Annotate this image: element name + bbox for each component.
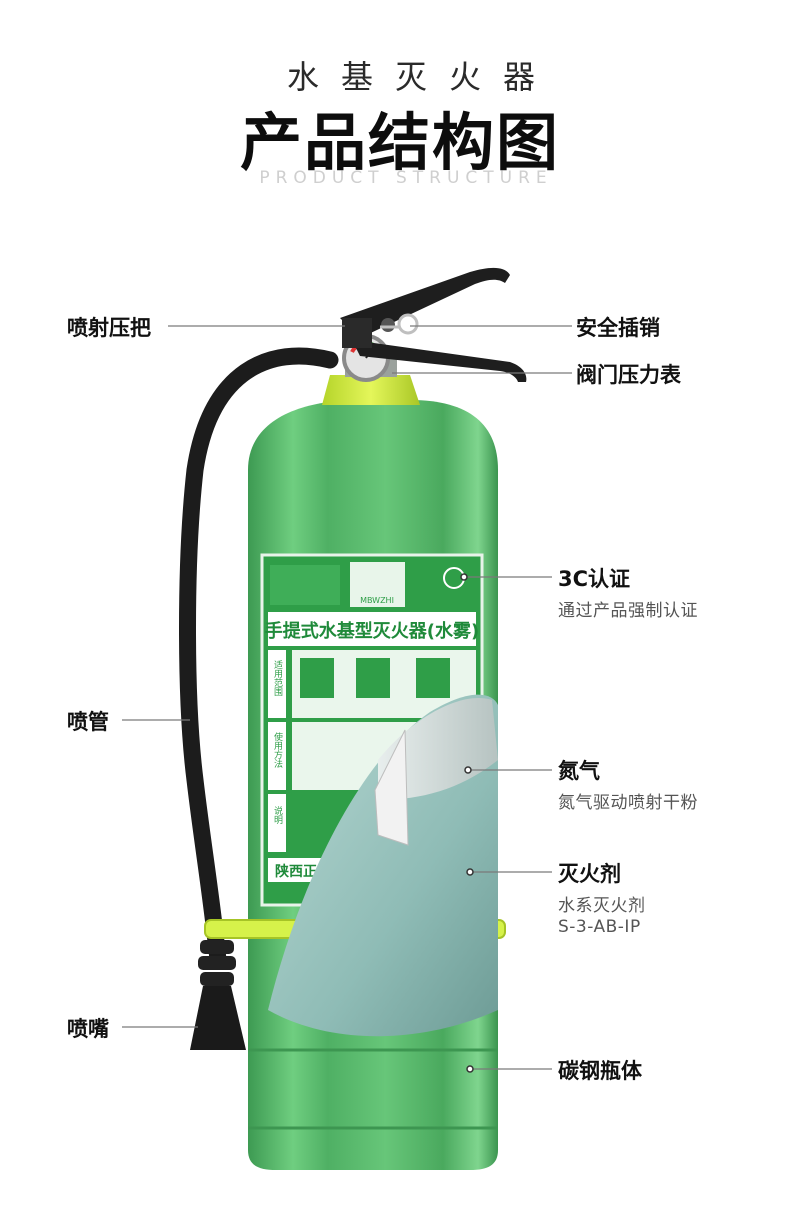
leader-dots xyxy=(460,573,474,1073)
label-agent: 灭火剂 xyxy=(558,862,621,886)
label-nozzle: 喷嘴 xyxy=(67,1017,109,1041)
leader-lines xyxy=(122,325,572,1070)
cutaway-section xyxy=(268,694,498,1037)
handle xyxy=(340,267,527,382)
label-agent-desc-2: S-3-AB-IP xyxy=(558,917,641,937)
label-body: 碳钢瓶体 xyxy=(558,1059,642,1083)
label-cert-desc: 通过产品强制认证 xyxy=(558,601,698,621)
label-nitrogen: 氮气 xyxy=(558,759,600,783)
label-hose: 喷管 xyxy=(67,710,109,734)
safety-pin xyxy=(380,313,419,335)
plate-brand: MBWZHI xyxy=(360,596,394,605)
neck-collar xyxy=(322,375,420,405)
label-lever: 喷射压把 xyxy=(67,316,151,340)
header-title: 产品结构图 xyxy=(239,106,560,179)
nozzle xyxy=(190,940,246,1050)
label-safety-pin: 安全插销 xyxy=(576,316,660,340)
plate-side-1: 适用范围 xyxy=(272,660,283,697)
label-cert: 3C认证 xyxy=(558,567,631,591)
label-nitrogen-desc: 氮气驱动喷射干粉 xyxy=(558,793,698,813)
header-english: PRODUCT STRUCTURE xyxy=(259,168,553,188)
label-gauge: 阀门压力表 xyxy=(576,363,681,387)
plate-side-2: 使用方法 xyxy=(272,731,283,769)
header-subtitle: 水基灭火器 xyxy=(286,58,557,96)
label-agent-desc-1: 水系灭火剂 xyxy=(558,896,646,916)
hose xyxy=(179,347,339,969)
plate-side-3: 说明 xyxy=(272,805,283,825)
plate-title: 手提式水基型灭火器(水雾) xyxy=(265,620,479,642)
